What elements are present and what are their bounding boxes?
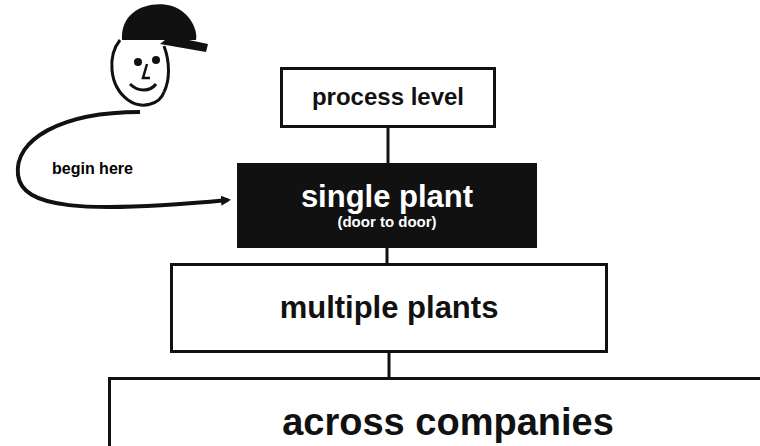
level-connector	[389, 353, 390, 377]
level-box: multiple plants	[170, 263, 608, 353]
arrow-label: begin here	[52, 160, 133, 178]
level-box: process level	[280, 67, 496, 128]
level-box-highlight: single plant(door to door)	[237, 163, 537, 248]
level-title: across companies	[282, 402, 614, 444]
level-title: single plant	[301, 180, 473, 214]
level-connector	[388, 128, 389, 163]
level-subtitle: (door to door)	[337, 214, 436, 231]
level-connector	[387, 248, 388, 263]
level-box: across companies	[108, 377, 760, 446]
begin-arrow	[18, 112, 228, 207]
level-title: multiple plants	[280, 291, 499, 325]
level-title: process level	[312, 84, 464, 110]
cartoon-face	[112, 4, 208, 105]
